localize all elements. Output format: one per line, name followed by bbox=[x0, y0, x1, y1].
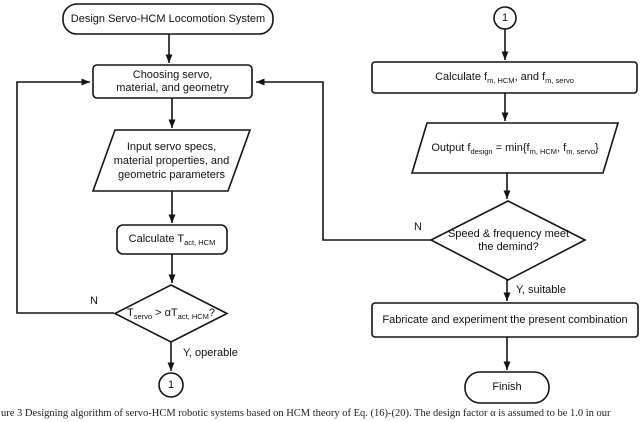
input-parallelogram-shape bbox=[91, 129, 252, 192]
torque-yes-label: Y, operable bbox=[183, 347, 238, 359]
start-terminator-shape bbox=[62, 3, 274, 35]
choose-node-label: Choosing servo,material, and geometry bbox=[116, 68, 229, 94]
finish-node-label: Finish bbox=[492, 381, 522, 393]
freq-no-label: N bbox=[414, 221, 422, 233]
input-node-label: Input servo specs,material properties, a… bbox=[113, 140, 230, 181]
freq-yes-label: Y, suitable bbox=[516, 284, 566, 296]
calc-freq-node-label: Calculate fm, HCM, and fm, servo bbox=[435, 71, 574, 86]
finish-terminator-shape bbox=[464, 371, 550, 404]
connector-left-shape bbox=[158, 372, 184, 398]
torque-no-label: N bbox=[90, 295, 98, 307]
connector-right-label: 1 bbox=[501, 11, 509, 24]
arrow-freq-no-feedback bbox=[256, 78, 431, 241]
start-node-label: Design Servo-HCM Locomotion System bbox=[70, 12, 266, 25]
figure-caption: ure 3 Designing algorithm of servo-HCM r… bbox=[1, 408, 611, 419]
fabricate-process-shape bbox=[371, 302, 639, 338]
torque-decision-label: Tservo > αTact, HCM? bbox=[126, 307, 216, 322]
fabricate-node-label: Fabricate and experiment the present com… bbox=[382, 313, 628, 326]
calc-torque-node-label: Calculate Tact, HCM bbox=[128, 233, 216, 248]
output-node-label: Output fdesign = min{fm, HCM, fm, servo} bbox=[431, 141, 599, 156]
arrow-torque-no-feedback bbox=[16, 78, 114, 314]
freq-decision-shape bbox=[429, 200, 587, 281]
output-parallelogram-shape bbox=[410, 122, 620, 174]
connector-left-label: 1 bbox=[167, 378, 175, 391]
